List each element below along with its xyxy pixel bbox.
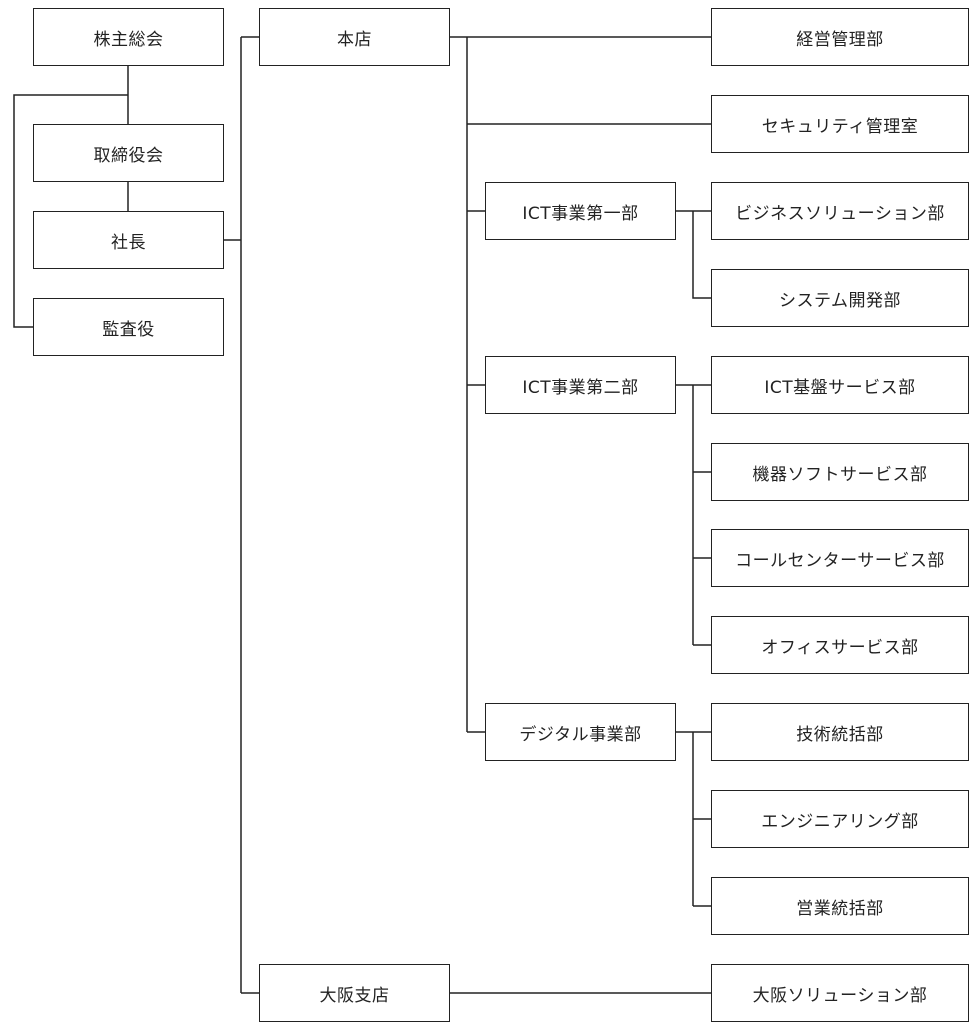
node-president: 社長: [33, 211, 224, 269]
node-business-solution: ビジネスソリューション部: [711, 182, 969, 240]
node-office-service: オフィスサービス部: [711, 616, 969, 674]
node-osaka-branch: 大阪支店: [259, 964, 450, 1022]
node-ict-infrastructure: ICT基盤サービス部: [711, 356, 969, 414]
node-board-of-directors: 取締役会: [33, 124, 224, 182]
node-engineering: エンジニアリング部: [711, 790, 969, 848]
node-head-office: 本店: [259, 8, 450, 66]
node-digital-division: デジタル事業部: [485, 703, 676, 761]
node-ict-division-1: ICT事業第一部: [485, 182, 676, 240]
node-system-development: システム開発部: [711, 269, 969, 327]
node-osaka-solution: 大阪ソリューション部: [711, 964, 969, 1022]
node-technology-management: 技術統括部: [711, 703, 969, 761]
node-sales-management: 営業統括部: [711, 877, 969, 935]
node-security-management: セキュリティ管理室: [711, 95, 969, 153]
node-equipment-software: 機器ソフトサービス部: [711, 443, 969, 501]
node-management-planning: 経営管理部: [711, 8, 969, 66]
node-auditor: 監査役: [33, 298, 224, 356]
node-ict-division-2: ICT事業第二部: [485, 356, 676, 414]
node-shareholders-meeting: 株主総会: [33, 8, 224, 66]
node-call-center: コールセンターサービス部: [711, 529, 969, 587]
